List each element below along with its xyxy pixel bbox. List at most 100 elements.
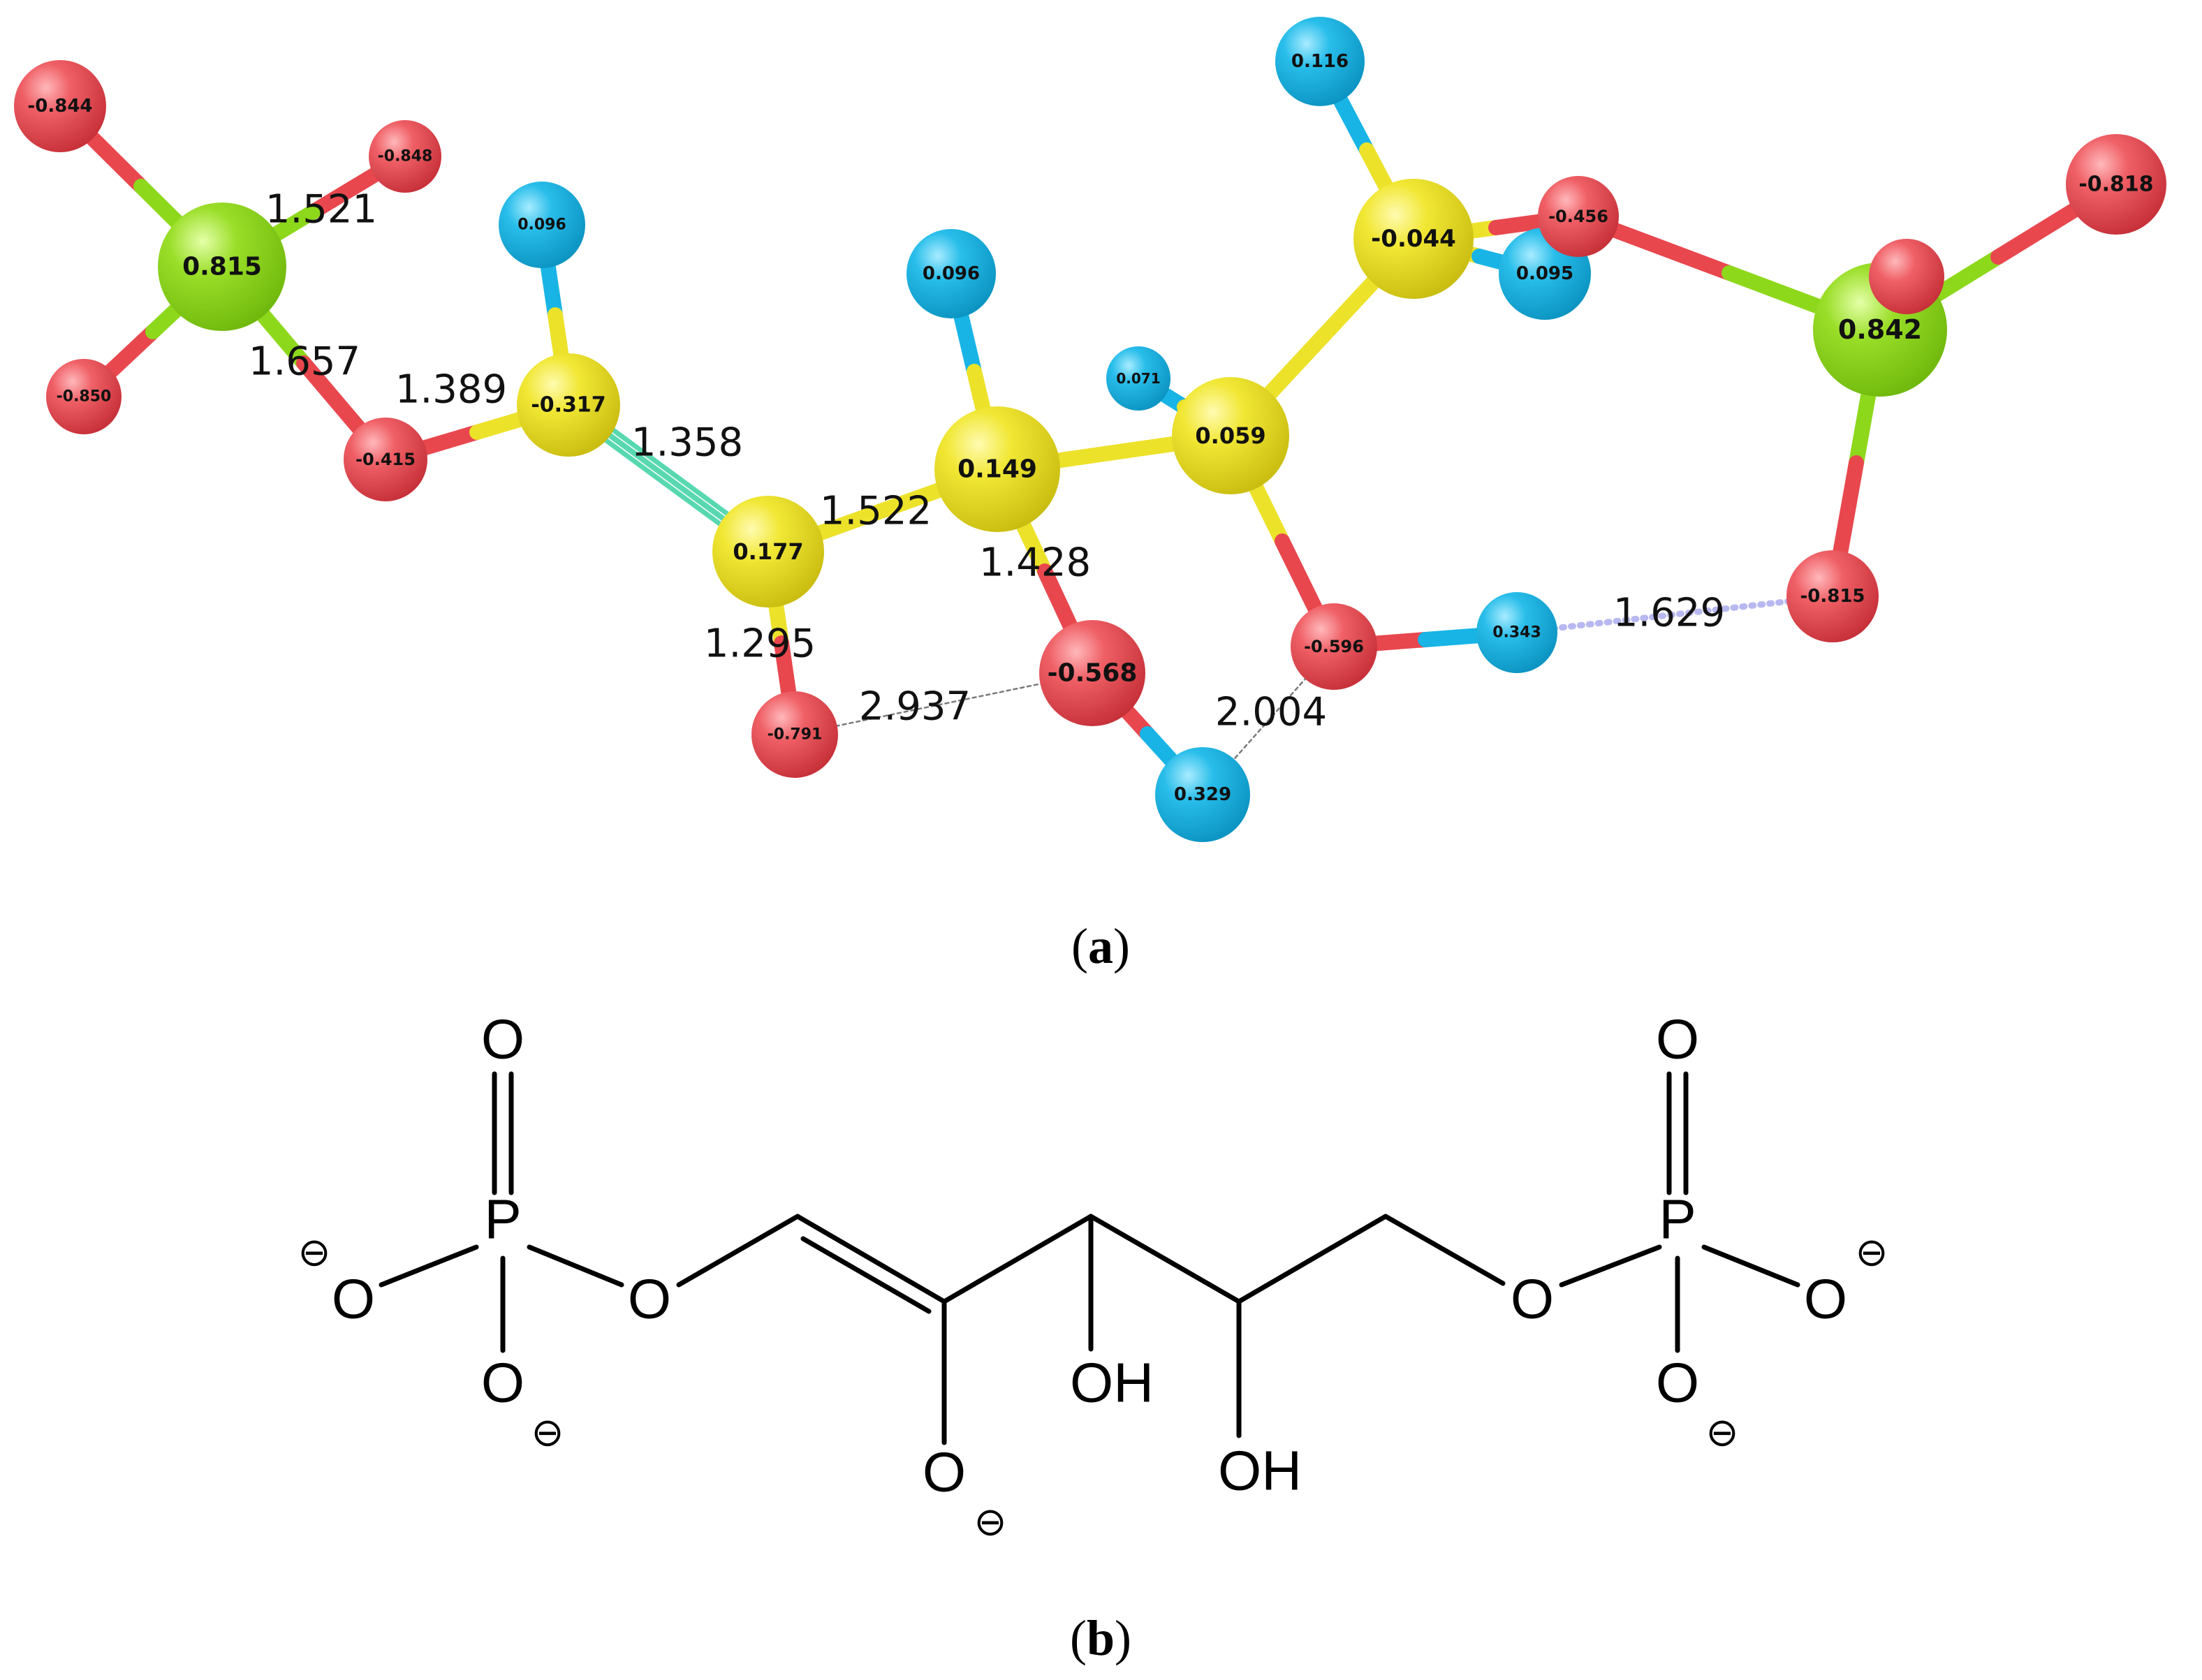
atom-o-top-left: O (481, 1008, 524, 1070)
bond-p-o-minus-left (379, 1244, 479, 1288)
atom-h3: 0.329 (1155, 747, 1250, 842)
bond-length-label: 1.389 (395, 367, 507, 413)
negative-charge-icon: ⊖ (1856, 1230, 1888, 1276)
hydrogen-bond-length-label: 2.937 (859, 684, 971, 730)
atom-o4: -0.415 (344, 418, 427, 501)
bond-length-labels: 1.521 1.657 1.389 1.358 1.522 1.428 1.295 2.937… (249, 187, 1725, 735)
panel-a-ball-and-stick-model: 0.842 0.815 0.149 -0.044 0.059 0.177 -0.568 -0.… (14, 17, 2166, 974)
atom-charge-label: -0.568 (1048, 659, 1138, 688)
atoms: 0.842 0.815 0.149 -0.044 0.059 0.177 -0.568 -0.… (14, 17, 2166, 842)
hydrogen-bond-length-label: 1.629 (1613, 591, 1725, 636)
bond-length-label: 1.295 (704, 621, 816, 667)
atom-charge-label: -0.596 (1304, 637, 1364, 656)
atom-charge-label: -0.044 (1371, 225, 1456, 253)
atom-sphere (1476, 592, 1557, 673)
panel-b-labels: O P O O O O OH OH O P O O O ⊖ ⊖ ⊖ ⊖ ⊖ (b… (298, 1008, 1888, 1667)
negative-charge-icon: ⊖ (298, 1230, 331, 1276)
atom-p-right: P (1659, 1188, 1696, 1251)
bond-c1-c2-double-b (800, 1236, 932, 1314)
atom-h4: 0.071 (1106, 346, 1170, 411)
atom-h6: 0.116 (1275, 17, 1365, 106)
atom-charge-label: -0.848 (378, 148, 433, 165)
atom-sphere (1172, 377, 1289, 494)
atom-o-bridge-left: O (628, 1268, 671, 1330)
atom-sphere (1106, 346, 1170, 411)
atom-o-bottom-left: O (481, 1352, 524, 1414)
panel-b-caption: (b) (1070, 1610, 1131, 1666)
atom-h5: 0.343 (1476, 592, 1557, 673)
hydrogen-bond-h5-o11 (1513, 593, 1836, 636)
atom-o-bottom-right: O (1656, 1352, 1699, 1414)
atom-sphere (2066, 134, 2166, 235)
atom-sphere (1353, 179, 1474, 299)
atom-charge-label: 0.096 (518, 216, 566, 234)
atom-o11: -0.815 (1786, 550, 1879, 642)
bond-p-o-bridge-left (527, 1244, 624, 1288)
bond-c2-c3 (941, 1214, 1094, 1304)
atom-charge-label: 0.059 (1195, 422, 1265, 449)
atom-o9 (1869, 239, 1944, 314)
atom-sphere (158, 202, 286, 331)
atom-charge-label: -0.815 (1800, 586, 1865, 607)
atom-oh-c3: OH (1070, 1352, 1154, 1414)
bond-length-label: 1.521 (265, 187, 377, 233)
negative-charge-icon: ⊖ (1706, 1410, 1739, 1456)
bond-c1-c2-double-a (795, 1214, 947, 1304)
atom-h1: 0.096 (499, 182, 585, 268)
atom-sphere (14, 60, 106, 152)
bond-c3-c4 (1088, 1214, 1242, 1304)
atom-c3: 0.149 (934, 406, 1060, 532)
atom-charge-label: -0.844 (27, 96, 92, 117)
atom-charge-label: -0.415 (355, 450, 416, 469)
atom-o1: -0.844 (14, 60, 106, 152)
bond-p-o-minus-right (1701, 1244, 1800, 1288)
atom-sphere (1538, 176, 1619, 257)
negative-charge-icon: ⊖ (974, 1500, 1007, 1545)
atom-sphere (907, 229, 996, 318)
atom-charge-label: 0.343 (1492, 624, 1541, 642)
atom-sphere (1869, 239, 1944, 314)
atom-charge-label: -0.456 (1548, 207, 1608, 226)
atom-sphere (344, 418, 427, 501)
atom-o-bridge-right: O (1511, 1268, 1554, 1330)
atom-charge-label: 0.071 (1116, 370, 1160, 387)
atom-sphere (46, 359, 122, 434)
atom-o2: -0.848 (369, 120, 441, 193)
bond-length-label: 1.428 (979, 540, 1091, 586)
atom-c2: 0.177 (712, 496, 824, 607)
atom-charge-label: 0.096 (923, 263, 980, 284)
panel-a-caption: (a) (1071, 918, 1130, 974)
negative-charge-icon: ⊖ (531, 1410, 564, 1456)
atom-sphere (1275, 17, 1365, 106)
panel-b-skeletal-formula (379, 1071, 1800, 1445)
bond-length-label: 1.522 (820, 489, 932, 534)
atom-charge-label: 0.329 (1174, 784, 1231, 805)
atom-charge-label: 0.177 (733, 538, 803, 565)
atom-charge-label: 0.149 (957, 455, 1037, 484)
atom-charge-label: 0.116 (1291, 51, 1349, 72)
atom-o-minus-left: O (332, 1268, 375, 1330)
bond-length-label: 1.657 (249, 339, 360, 385)
atom-sphere (499, 182, 585, 268)
atom-charge-label: -0.317 (531, 393, 605, 418)
atom-o-enolate: O (923, 1441, 966, 1503)
atom-sphere (1039, 620, 1145, 726)
atom-sphere (1786, 550, 1879, 642)
atom-sphere (517, 353, 620, 457)
atom-charge-label: 0.815 (182, 253, 262, 281)
atom-charge-label: 0.842 (1838, 314, 1922, 345)
atom-c1: -0.317 (517, 353, 620, 457)
atom-charge-label: -0.791 (768, 726, 823, 744)
atom-charge-label: 0.095 (1516, 263, 1573, 284)
atom-o-top-right: O (1656, 1008, 1699, 1070)
atom-sphere (751, 691, 838, 778)
bond-c5-o-bridge-right (1383, 1214, 1506, 1286)
atom-oh-c4: OH (1218, 1440, 1302, 1502)
atom-p-left: P (484, 1188, 521, 1251)
bond-length-label: 1.358 (631, 420, 743, 466)
atom-charge-label: -0.850 (57, 388, 112, 406)
atom-sphere (1155, 747, 1250, 842)
atom-o5: -0.791 (751, 691, 838, 778)
atom-o6: -0.568 (1039, 620, 1145, 726)
